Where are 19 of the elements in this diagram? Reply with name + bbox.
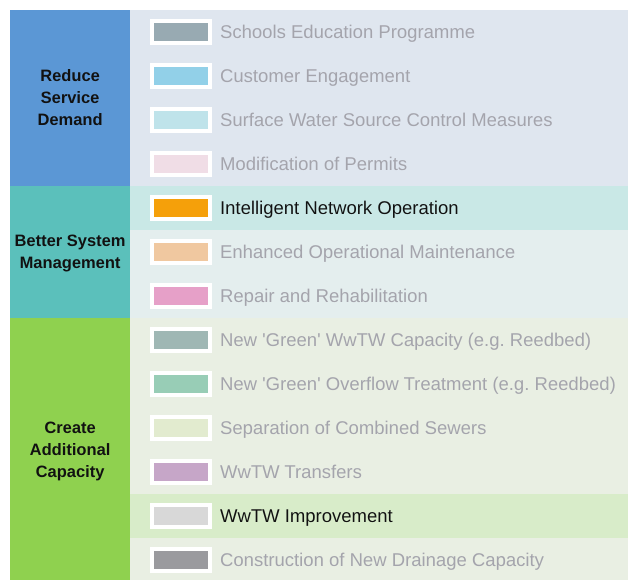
legend-label: Repair and Rehabilitation bbox=[220, 284, 428, 308]
legend-label: New 'Green' Overflow Treatment (e.g. Reedbed) bbox=[220, 372, 616, 396]
legend-label: Modification of Permits bbox=[220, 152, 408, 176]
legend-label: Separation of Combined Sewers bbox=[220, 416, 486, 440]
category-band bbox=[10, 318, 130, 580]
category-band bbox=[10, 10, 130, 186]
category-band bbox=[10, 186, 130, 318]
legend-label: Schools Education Programme bbox=[220, 20, 476, 44]
legend-label: New 'Green' WwTW Capacity (e.g. Reedbed) bbox=[220, 328, 592, 352]
legend-label: Intelligent Network Operation bbox=[220, 196, 459, 220]
legend-label: Surface Water Source Control Measures bbox=[220, 108, 552, 132]
category-heading: Better System Management bbox=[14, 231, 126, 274]
legend-label: Construction of New Drainage Capacity bbox=[220, 548, 544, 572]
legend-label: Enhanced Operational Maintenance bbox=[220, 240, 516, 264]
legend-label: WwTW Improvement bbox=[220, 504, 393, 528]
legend-label: Customer Engagement bbox=[220, 64, 410, 88]
category-heading: Reduce Service Demand bbox=[36, 66, 104, 131]
category-heading: Create Additional Capacity bbox=[28, 418, 112, 483]
legend-label: WwTW Transfers bbox=[220, 460, 362, 484]
